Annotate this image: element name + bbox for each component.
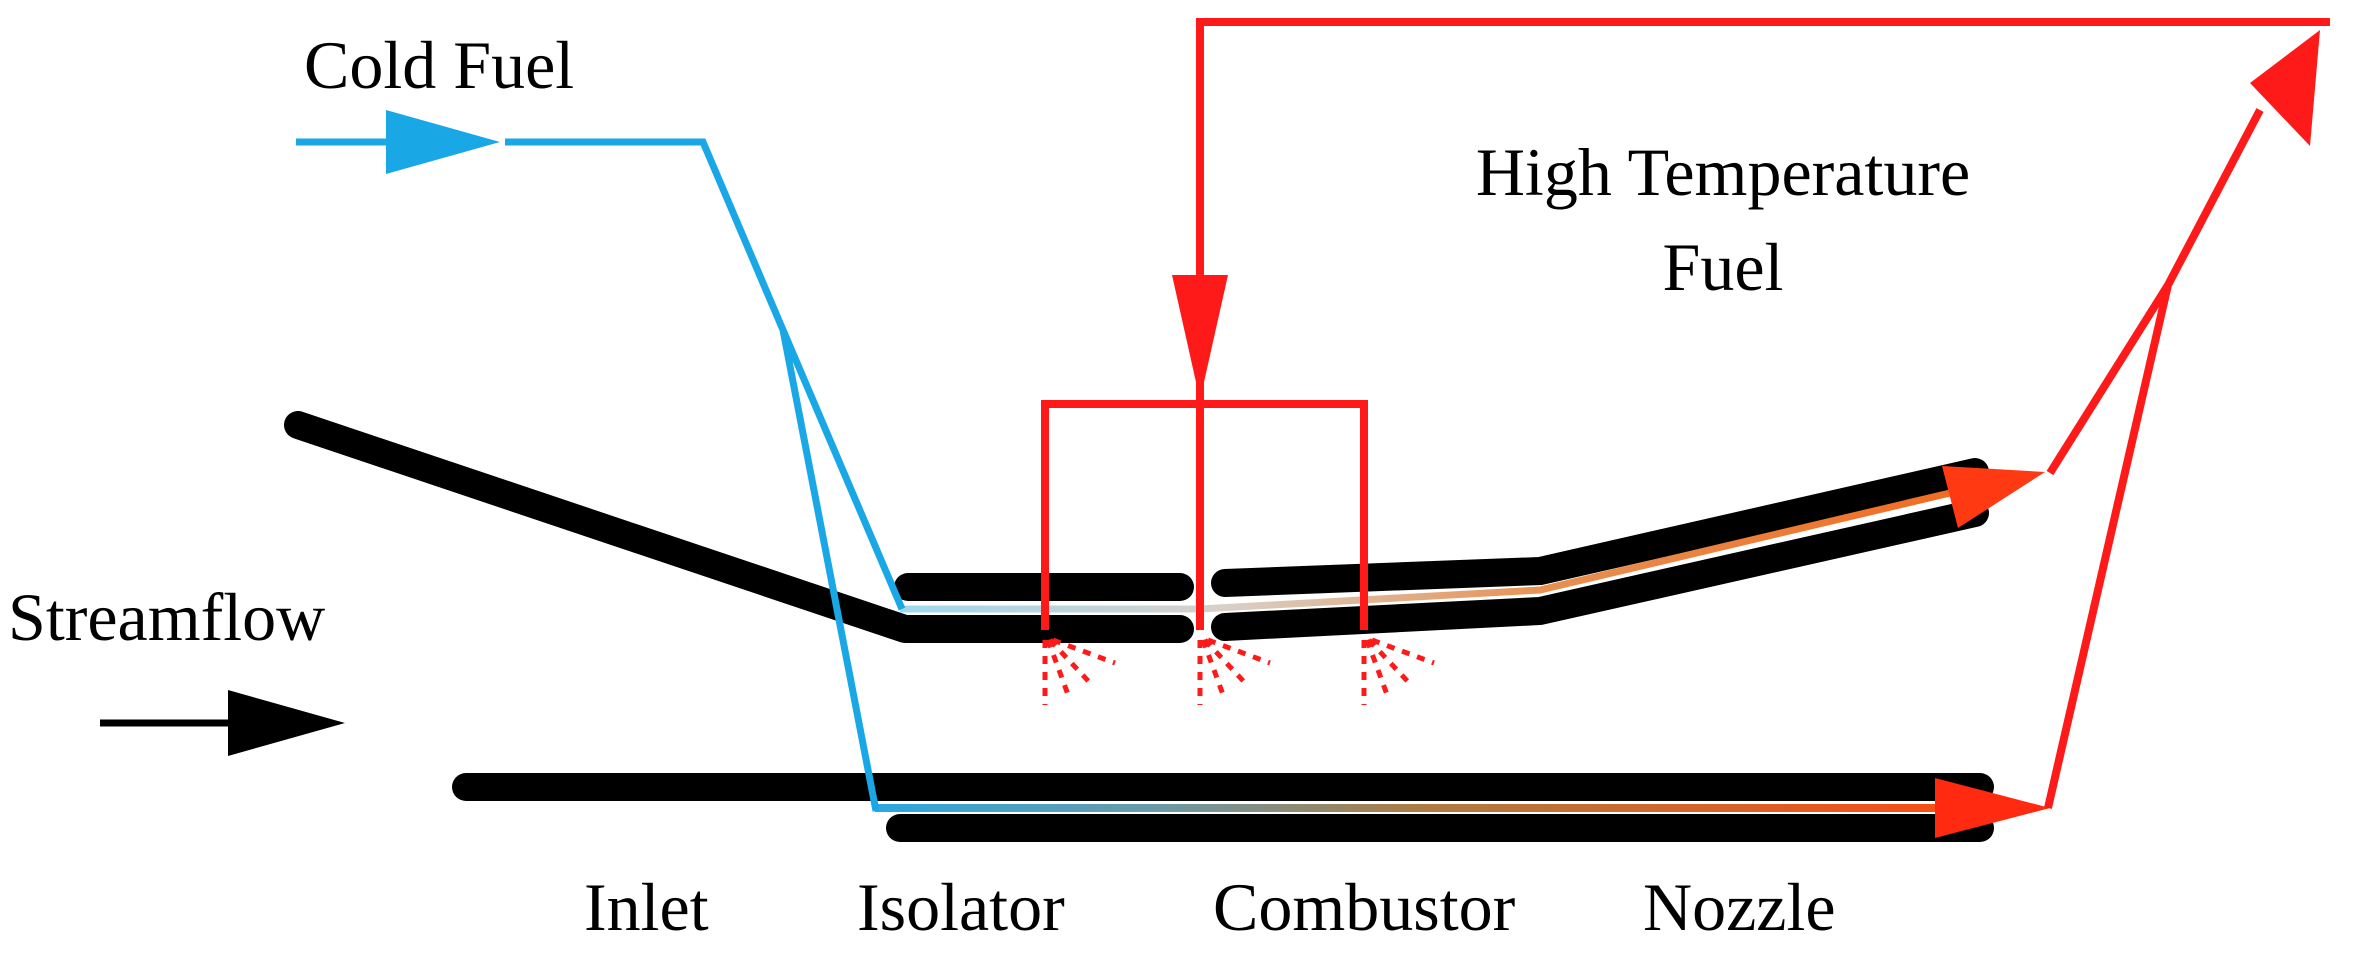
- cold-fuel-label: Cold Fuel: [304, 27, 574, 103]
- combustor-label: Combustor: [1213, 869, 1516, 945]
- injector-spray-3: [1361, 637, 1435, 705]
- streamflow-label: Streamflow: [8, 579, 325, 655]
- fuel-injector-sprays: [1042, 637, 1435, 705]
- nozzle-label: Nozzle: [1643, 869, 1836, 945]
- inlet-label: Inlet: [584, 869, 709, 945]
- lower-channel-arrow-head: [1935, 778, 2050, 838]
- engine-walls: [284, 411, 1994, 842]
- injector-manifold: [1041, 400, 1368, 630]
- hot-fuel-top-line: [1196, 18, 2330, 330]
- isolator-label: Isolator: [857, 869, 1065, 945]
- high-temp-fuel-label-line2: Fuel: [1663, 229, 1784, 305]
- hot-fuel-return-arrow-icon: [2250, 30, 2320, 146]
- cold-fuel-lower-branch: [779, 329, 880, 812]
- cold-fuel-line: [296, 138, 906, 812]
- upper-channel-fuel: [900, 489, 1951, 613]
- upper-wall-combustor-top: [1211, 458, 1989, 597]
- upper-wall-combustor-bottom: [1211, 499, 1989, 641]
- cold-fuel-arrow-icon: [386, 110, 500, 174]
- cold-fuel-main: [505, 138, 906, 611]
- hot-fuel-loop: [1041, 18, 2330, 809]
- hot-fuel-down-arrow-icon: [1172, 275, 1228, 400]
- hot-fuel-upper-channel-line: [2046, 282, 2172, 476]
- injector-spray-2: [1197, 637, 1271, 705]
- streamflow-arrow-icon: [228, 690, 345, 756]
- heated-fuel-channels: [875, 466, 2050, 838]
- injector-spray-1: [1042, 637, 1116, 705]
- upper-channel-arrow-head: [1942, 466, 2045, 528]
- upper-wall-inlet: [284, 411, 919, 643]
- high-temp-fuel-label-line1: High Temperature: [1476, 134, 1970, 210]
- hot-fuel-return-line: [2044, 108, 2264, 809]
